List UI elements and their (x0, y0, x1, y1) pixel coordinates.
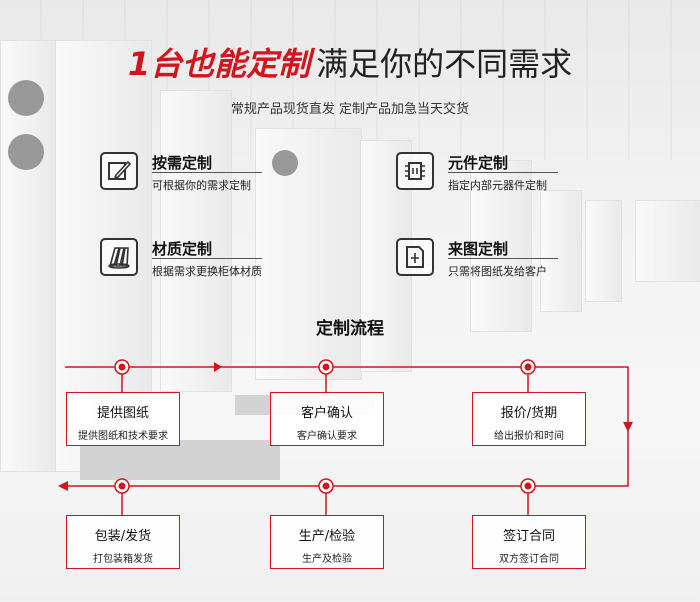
headline: 1台也能定制满足你的不同需求 (0, 44, 700, 84)
step-customer-confirm: 客户确认 客户确认要求 (270, 392, 384, 446)
material-rolls-icon (100, 238, 138, 276)
feature-desc: 根据需求更换柜体材质 (152, 265, 262, 278)
subtitle: 常规产品现货直发 定制产品加急当天交货 (230, 102, 470, 117)
step-title: 提供图纸 (96, 406, 149, 421)
drawing-icon (396, 238, 434, 276)
step-desc: 双方签订合同 (499, 554, 559, 565)
step-desc: 客户确认要求 (297, 431, 357, 442)
process-title: 定制流程 (316, 319, 384, 339)
step-title: 客户确认 (300, 406, 353, 421)
arrow-left-icon (58, 481, 68, 491)
step-provide-drawings: 提供图纸 提供图纸和技术要求 (66, 392, 180, 446)
feature-title: 按需定制 (152, 154, 213, 172)
headline-highlight: 1台也能定制 (127, 45, 311, 83)
feature-title: 来图定制 (448, 240, 509, 258)
chip-icon (396, 152, 434, 190)
step-title: 包装/发货 (94, 529, 152, 544)
headline-rest: 满足你的不同需求 (316, 45, 573, 83)
arrow-down-icon (623, 422, 633, 432)
feature-desc: 只需将图纸发给客户 (448, 265, 547, 278)
arrow-right-icon (214, 362, 222, 372)
step-title: 签订合同 (502, 529, 555, 544)
step-sign-contract: 签订合同 双方签订合同 (472, 515, 586, 569)
step-packing-shipping: 包装/发货 打包装箱发货 (66, 515, 180, 569)
feature-desc: 指定内部元器件定制 (448, 179, 547, 192)
step-production-inspection: 生产/检验 生产及检验 (270, 515, 384, 569)
step-desc: 提供图纸和技术要求 (78, 431, 168, 442)
step-title: 报价/货期 (500, 406, 558, 421)
feature-title: 材质定制 (152, 240, 213, 258)
step-desc: 生产及检验 (302, 554, 352, 565)
feature-title: 元件定制 (448, 154, 509, 172)
step-quote-delivery: 报价/货期 给出报价和时间 (472, 392, 586, 446)
feature-desc: 可根据你的需求定制 (152, 179, 251, 192)
step-desc: 打包装箱发货 (93, 554, 153, 565)
step-desc: 给出报价和时间 (494, 431, 564, 442)
edit-icon (100, 152, 138, 190)
step-title: 生产/检验 (298, 529, 356, 544)
